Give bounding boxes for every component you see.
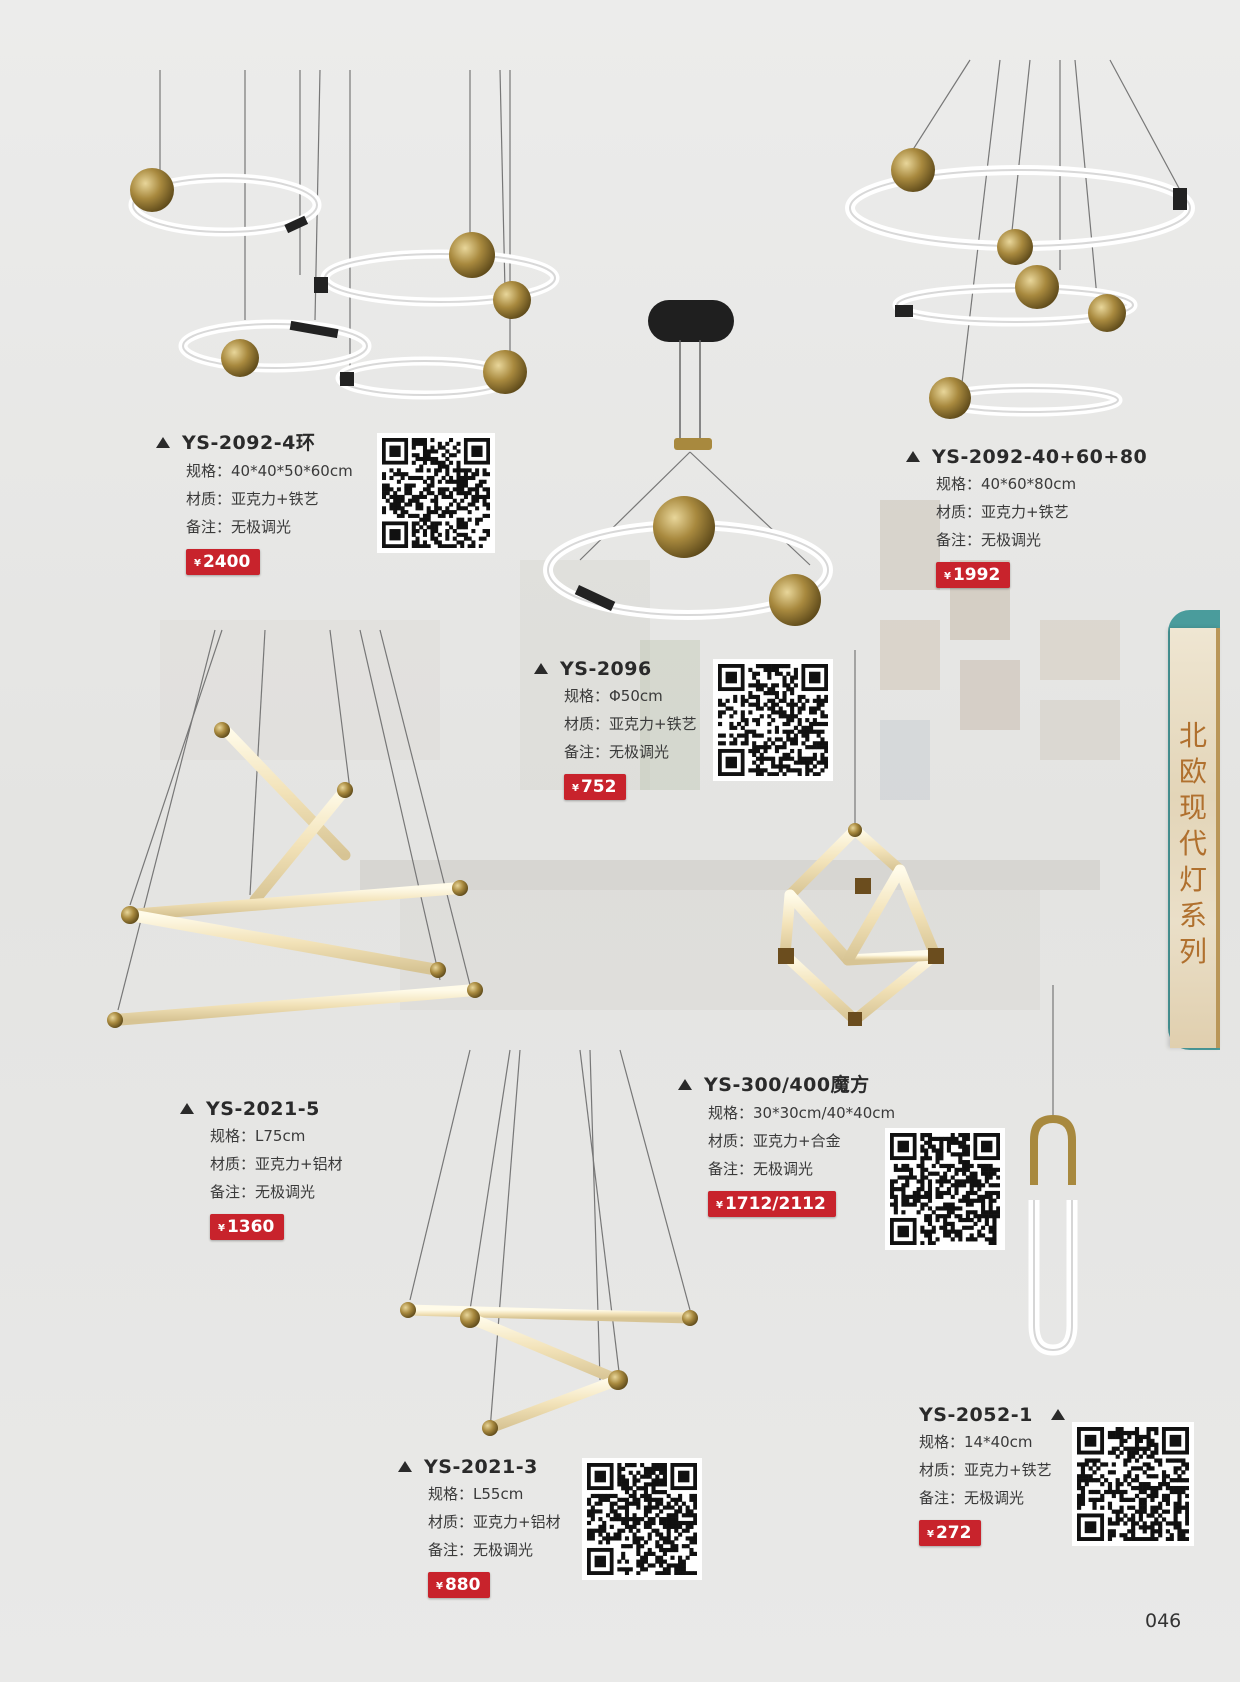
product-note: 备注：无极调光 — [708, 1160, 814, 1178]
product-spec: 规格：40*60*80cm — [936, 475, 1077, 493]
product-ys2021-5: YS-2021-5 规格：L75cm 材质：亚克力+铝材 备注：无极调光 ¥13… — [180, 1098, 343, 1240]
price-badge: ¥880 — [428, 1572, 491, 1598]
product-model: YS-2092-4环 — [156, 428, 353, 455]
triangle-icon — [1050, 1409, 1065, 1420]
triangle-icon — [534, 663, 548, 674]
product-model: YS-2096 — [534, 658, 697, 680]
product-note: 备注：无极调光 — [210, 1183, 316, 1201]
page-number: 046 — [1145, 1610, 1182, 1632]
lamp-ys2092-4-rings — [128, 69, 560, 400]
triangle-icon — [906, 451, 920, 462]
lamp-ys2021-3 — [400, 1049, 698, 1436]
lamp-ys300-400-cube — [778, 650, 944, 1026]
product-ys2092-40-60-80: YS-2092-40+60+80 规格：40*60*80cm 材质：亚克力+铁艺… — [906, 446, 1147, 588]
product-material: 材质：亚克力+合金 — [708, 1132, 841, 1150]
product-material: 材质：亚克力+铁艺 — [919, 1461, 1052, 1479]
product-material: 材质：亚克力+铁艺 — [936, 503, 1069, 521]
price-badge: ¥752 — [564, 774, 627, 800]
price-badge: ¥1360 — [210, 1214, 285, 1240]
lamp-ys2052-1 — [1028, 985, 1078, 1356]
price-badge: ¥272 — [919, 1520, 982, 1546]
product-ys2021-3: YS-2021-3 规格：L55cm 材质：亚克力+铝材 备注：无极调光 ¥88… — [398, 1456, 561, 1598]
product-spec: 规格：40*40*50*60cm — [186, 462, 353, 480]
product-note: 备注：无极调光 — [919, 1489, 1025, 1507]
qr-code[interactable] — [713, 659, 833, 781]
product-ys2092-4: YS-2092-4环 规格：40*40*50*60cm 材质：亚克力+铁艺 备注… — [156, 428, 353, 575]
price-badge: ¥1712/2112 — [708, 1191, 836, 1217]
qr-code[interactable] — [885, 1128, 1005, 1250]
product-model: YS-300/400魔方 — [678, 1070, 895, 1097]
product-spec: 规格：14*40cm — [919, 1433, 1033, 1451]
lamp-ys2021-5 — [107, 629, 483, 1028]
product-ys2096: YS-2096 规格：Φ50cm 材质：亚克力+铁艺 备注：无极调光 ¥752 — [534, 658, 697, 800]
product-spec: 规格：L55cm — [428, 1485, 524, 1503]
series-title: 北欧现代灯系列 — [1178, 719, 1207, 968]
product-ys2052-1: YS-2052-1 规格：14*40cm 材质：亚克力+铁艺 备注：无极调光 ¥… — [919, 1404, 1065, 1546]
product-model: YS-2092-40+60+80 — [906, 446, 1147, 468]
product-material: 材质：亚克力+铝材 — [210, 1155, 343, 1173]
product-material: 材质：亚克力+铁艺 — [564, 715, 697, 733]
product-note: 备注：无极调光 — [186, 518, 292, 536]
qr-code[interactable] — [377, 433, 495, 553]
price-badge: ¥1992 — [936, 562, 1011, 588]
product-model: YS-2052-1 — [919, 1404, 1065, 1426]
product-note: 备注：无极调光 — [564, 743, 670, 761]
qr-code[interactable] — [1072, 1422, 1194, 1546]
triangle-icon — [156, 437, 170, 448]
product-material: 材质：亚克力+铝材 — [428, 1513, 561, 1531]
series-panel — [1170, 628, 1220, 1048]
product-ys300-400: YS-300/400魔方 规格：30*30cm/40*40cm 材质：亚克力+合… — [678, 1070, 895, 1217]
triangle-icon — [678, 1079, 692, 1090]
product-material: 材质：亚克力+铁艺 — [186, 490, 319, 508]
product-spec: 规格：Φ50cm — [564, 687, 663, 705]
product-note: 备注：无极调光 — [936, 531, 1042, 549]
qr-code[interactable] — [582, 1458, 702, 1580]
product-spec: 规格：30*30cm/40*40cm — [708, 1104, 896, 1122]
triangle-icon — [398, 1461, 412, 1472]
lamp-ys2096 — [543, 300, 833, 626]
product-model: YS-2021-3 — [398, 1456, 561, 1478]
triangle-icon — [180, 1103, 194, 1114]
lamp-ys2092-40-60-80 — [845, 59, 1195, 419]
product-note: 备注：无极调光 — [428, 1541, 534, 1559]
product-model: YS-2021-5 — [180, 1098, 343, 1120]
price-badge: ¥2400 — [186, 549, 261, 575]
product-spec: 规格：L75cm — [210, 1127, 306, 1145]
